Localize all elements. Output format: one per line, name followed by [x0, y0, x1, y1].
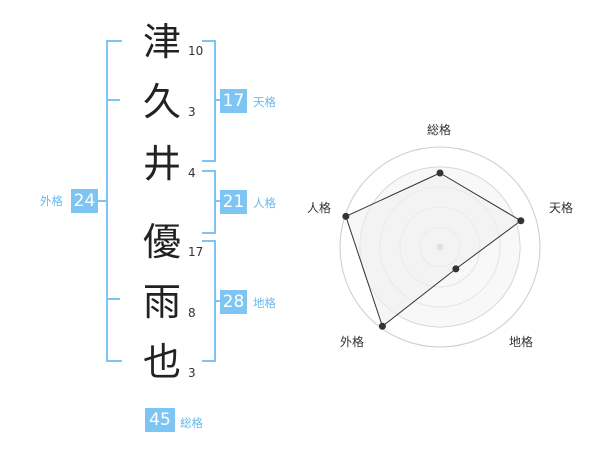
chikaku-value-badge: 28	[220, 290, 247, 314]
gaikaku-label: 外格	[40, 194, 63, 208]
stroke-count-3: 4	[188, 166, 196, 180]
gaikaku-connector	[98, 200, 106, 202]
name-char-5: 雨	[142, 280, 181, 324]
radar-axis-label-soukaku: 総格	[427, 123, 452, 137]
tenkaku-bracket	[202, 40, 216, 162]
tenkaku-value-badge: 17	[220, 89, 247, 113]
radar-axis-label-gaikaku: 外格	[340, 335, 365, 349]
radar-point-5	[342, 212, 350, 220]
radar-point-1	[436, 169, 444, 177]
name-char-1: 津	[142, 20, 181, 64]
stroke-count-4: 17	[188, 245, 204, 259]
tenkaku-connector	[214, 99, 220, 101]
radar-axis-label-chikaku: 地格	[509, 335, 534, 349]
jinkaku-value-badge: 21	[220, 190, 247, 214]
soukaku-label: 総格	[180, 416, 203, 430]
radar-axis-label-tenkaku: 天格	[549, 201, 574, 215]
radar-point-4	[378, 322, 386, 330]
soukaku-value-badge: 45	[145, 408, 175, 432]
name-char-2: 久	[142, 80, 181, 124]
chikaku-label: 地格	[253, 296, 276, 310]
gaikaku-value-badge: 24	[71, 189, 98, 213]
stroke-count-6: 3	[188, 366, 196, 380]
gaikaku-bracket-stub-bottom	[106, 298, 120, 300]
radar-axis-label-jinkaku: 人格	[307, 201, 332, 215]
name-char-3: 井	[142, 142, 181, 186]
jinkaku-bracket	[202, 170, 216, 234]
jinkaku-connector	[214, 200, 220, 202]
stroke-count-5: 8	[188, 306, 196, 320]
name-char-4: 優	[142, 220, 181, 264]
tenkaku-label: 天格	[253, 95, 276, 109]
gaikaku-bracket-stub-top	[106, 99, 120, 101]
jinkaku-label: 人格	[253, 196, 276, 210]
gaikaku-bracket	[106, 40, 122, 362]
radar-point-2	[517, 217, 525, 225]
name-char-6: 也	[142, 340, 181, 384]
chikaku-connector	[214, 300, 220, 302]
radar-polygon	[345, 172, 522, 328]
stroke-count-2: 3	[188, 105, 196, 119]
radar-point-3	[452, 265, 460, 273]
stroke-count-1: 10	[188, 44, 204, 58]
